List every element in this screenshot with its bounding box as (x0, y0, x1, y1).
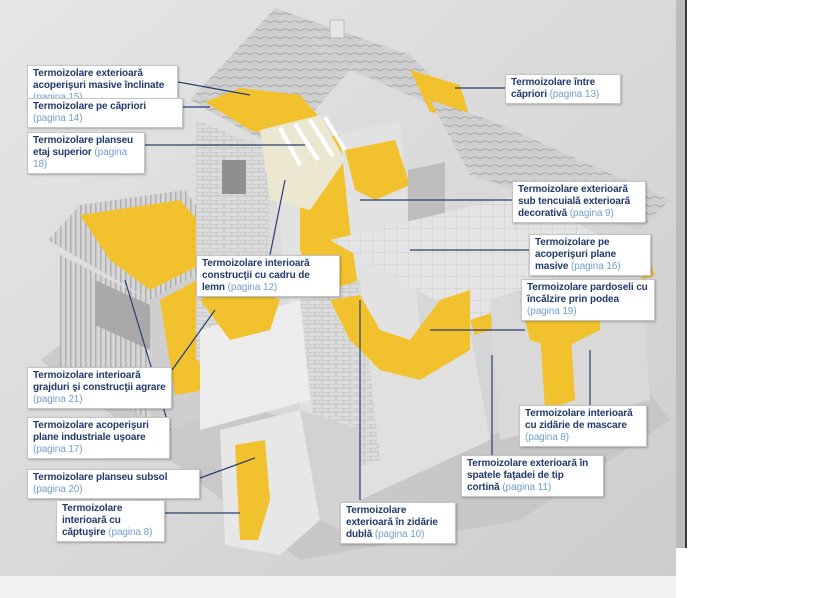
callout-masking-masonry: Termoizolare interioară cu zidărie de ma… (519, 405, 647, 447)
callout-text: Termoizolare interioară construcţii cu c… (202, 258, 310, 293)
callout-basement-slab: Termoizolare planseu subsol (pagina 20) (27, 469, 200, 499)
callout-lining: Termoizolare interioară cu căptuşire (pa… (56, 500, 165, 542)
callout-page-ref: (pagina 16) (571, 261, 621, 272)
callout-stables-agricultural: Termoizolare interioară grajduri şi cons… (27, 367, 172, 409)
main-roof-insulation-right (410, 70, 470, 118)
tower-window-right (408, 162, 445, 232)
callout-text: Termoizolare planseu etaj superior (33, 135, 134, 158)
callout-text: Termoizolare exterioară acoperişuri masi… (33, 68, 165, 91)
tower-insulation-side (345, 140, 410, 200)
callout-page-ref: (pagina 11) (502, 482, 552, 493)
callout-between-rafters: Termoizolare între căpriori (pagina 13) (505, 74, 621, 104)
chimney (329, 19, 345, 39)
callout-page-ref: (pagina 10) (374, 529, 425, 540)
callout-page-ref: (pagina 15) (33, 92, 83, 103)
callout-text: Termoizolare exterioară în zidărie dublă (346, 505, 438, 540)
callout-under-decorative-render: Termoizolare exterioară sub tencuială ex… (512, 181, 646, 223)
callout-text: Termoizolare exterioară sub tencuială ex… (518, 184, 631, 219)
callout-page-ref: (pagina 14) (33, 113, 83, 124)
callout-page-ref: (pagina 8) (525, 432, 570, 443)
terrace-floor (330, 195, 650, 320)
callout-text: Termoizolare pe acoperişuri plane masive (535, 237, 617, 272)
leader-c9 (171, 309, 216, 371)
background-right-edge (676, 0, 685, 548)
page-divider-line (685, 0, 687, 548)
bottom-strip (0, 576, 676, 598)
callout-double-masonry: Termoizolare exterioară în zidărie dublă… (340, 502, 456, 544)
callout-page-ref: (pagina 20) (33, 484, 83, 495)
callout-underfloor-heating: Termoizolare pardoseli cu încălzire prin… (521, 279, 655, 321)
rafters (278, 115, 347, 166)
callout-light-industrial-roof: Termoizolare acoperişuri plane industria… (27, 417, 170, 459)
callout-page-ref: (pagina 9) (569, 208, 614, 219)
callout-page-ref: (pagina 18) (33, 147, 128, 170)
callout-timber-frame: Termoizolare interioară construcţii cu c… (196, 255, 340, 297)
callout-text: Termoizolare acoperişuri plane industria… (33, 420, 149, 443)
callout-text: Termoizolare pardoseli cu încălzire prin… (527, 282, 648, 305)
callout-flat-massive-roof: Termoizolare pe acoperişuri plane masive… (529, 234, 651, 276)
lower-insulation-curve (330, 290, 470, 380)
callout-text: Termoizolare interioară grajduri şi cons… (33, 370, 166, 393)
callout-text: Termoizolare pe căpriori (33, 101, 147, 112)
basement-insulation (235, 440, 270, 540)
callout-curtain-facade: Termoizolare exterioară în spatele faţad… (461, 455, 604, 497)
callout-page-ref: (pagina 8) (108, 527, 153, 538)
callout-on-rafters: Termoizolare pe căpriori (pagina 14) (27, 98, 183, 128)
tower-window (222, 160, 246, 194)
leader-c13 (199, 457, 256, 479)
callout-page-ref: (pagina 21) (33, 394, 83, 405)
leader-c1 (177, 81, 251, 96)
callout-text: Termoizolare planseu subsol (33, 472, 168, 483)
callout-text: Termoizolare interioară cu căptuşire (62, 503, 123, 538)
left-annex-roof-insulation (80, 200, 226, 290)
callout-page-ref: (pagina 19) (527, 306, 577, 317)
callout-text: Termoizolare interioară cu zidărie de ma… (525, 408, 633, 431)
callout-upper-floor-slab: Termoizolare planseu etaj superior (pagi… (27, 132, 145, 174)
left-annex-opening (95, 280, 150, 350)
callout-page-ref: (pagina 12) (227, 282, 278, 293)
lower-right-side-insulation (540, 320, 575, 410)
callout-text: Termoizolare exterioară în spatele faţad… (467, 458, 589, 493)
leader-c6 (269, 179, 286, 256)
callout-page-ref: (pagina 13) (549, 89, 600, 100)
callout-page-ref: (pagina 17) (33, 444, 83, 455)
callout-text: Termoizolare între căpriori (511, 77, 596, 100)
